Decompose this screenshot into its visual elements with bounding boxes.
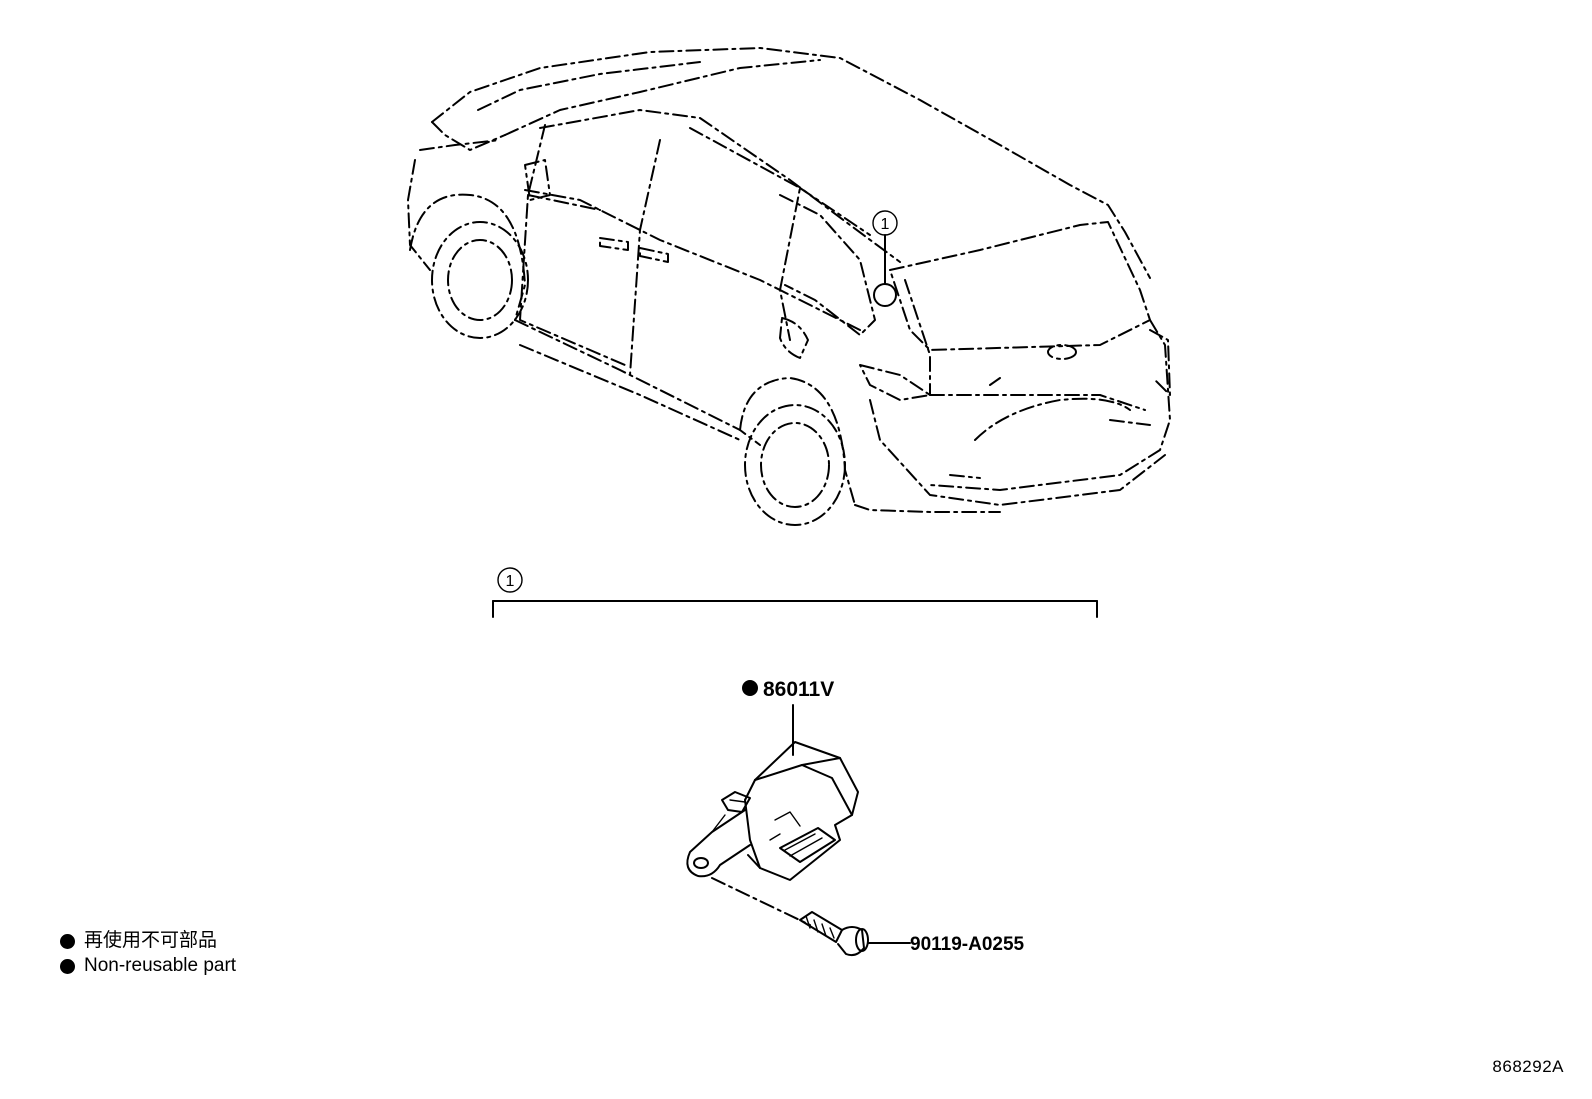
legend-item-japanese: 再使用不可部品 bbox=[60, 930, 217, 952]
bolt-illustration bbox=[799, 911, 869, 957]
vehicle-callout-number: 1 bbox=[881, 216, 890, 233]
legend-dot bbox=[60, 933, 75, 949]
camera-module-illustration bbox=[686, 741, 859, 881]
legend-dot bbox=[60, 958, 75, 974]
diagram-code: 868292A bbox=[1492, 1057, 1564, 1076]
group-callout-number: 1 bbox=[506, 573, 515, 590]
part-location-marker bbox=[873, 283, 897, 307]
assembly-line bbox=[711, 877, 811, 926]
part-number-90119-a0255[interactable]: 90119-A0255 bbox=[910, 934, 1025, 955]
group-callout-circle bbox=[497, 567, 523, 593]
legend-item-english: Non-reusable part bbox=[60, 955, 236, 977]
vehicle-callout-circle bbox=[872, 210, 898, 236]
legend-label-japanese: 再使用不可部品 bbox=[84, 930, 218, 951]
non-reusable-dot bbox=[742, 680, 758, 696]
vehicle-outline bbox=[407, 47, 1171, 526]
legend-label-english: Non-reusable part bbox=[84, 955, 237, 976]
part-number-86011v[interactable]: 86011V bbox=[763, 678, 834, 701]
group-bracket: 1 bbox=[492, 567, 1098, 618]
